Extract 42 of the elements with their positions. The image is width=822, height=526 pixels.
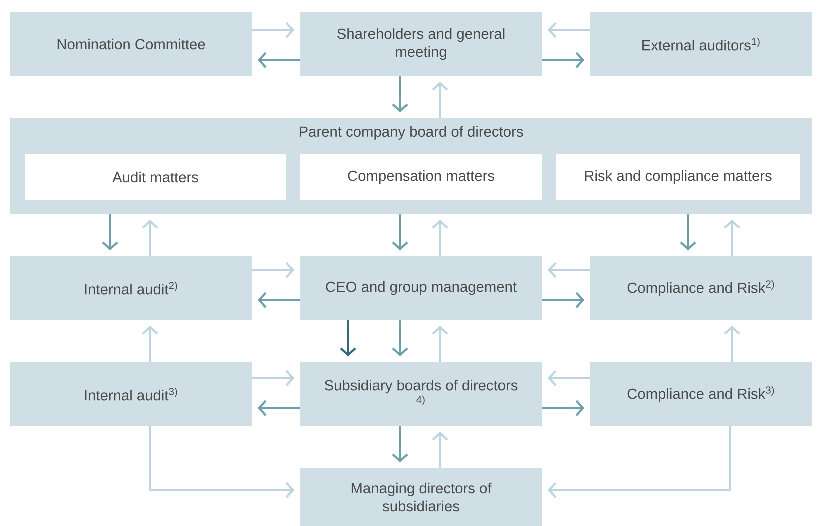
arrow xyxy=(252,370,295,386)
org-box: Managing directors of subsidiaries xyxy=(300,468,542,526)
topic-box: Risk and compliance matters xyxy=(556,154,800,200)
arrow xyxy=(432,82,448,118)
arrow xyxy=(724,326,740,362)
arrow xyxy=(142,220,158,256)
arrow xyxy=(340,320,356,357)
arrow xyxy=(548,426,732,498)
org-box: Internal audit$^{3)}$ xyxy=(10,362,252,426)
arrow xyxy=(392,76,408,113)
org-box: Compliance and Risk$^{3)}$ xyxy=(590,362,812,426)
arrow xyxy=(548,22,590,38)
arrow xyxy=(724,220,740,256)
org-box: CEO and group management xyxy=(300,256,542,320)
arrow xyxy=(258,292,300,308)
org-box: Shareholders and general meeting xyxy=(300,12,542,76)
arrow xyxy=(542,52,585,68)
arrow xyxy=(548,262,590,278)
org-box: Subsidiary boards of directors 4) xyxy=(300,362,542,426)
arrow xyxy=(392,426,408,463)
arrow xyxy=(392,320,408,357)
topic-box: Compensation matters xyxy=(300,154,542,200)
arrow xyxy=(252,262,295,278)
arrow xyxy=(392,214,408,251)
arrow xyxy=(432,326,448,362)
arrow xyxy=(258,400,300,416)
arrow xyxy=(149,426,295,498)
arrow xyxy=(102,214,118,251)
arrow xyxy=(258,52,300,68)
arrow xyxy=(548,370,590,386)
arrow xyxy=(432,220,448,256)
org-box: Nomination Committee xyxy=(10,12,252,76)
org-box: External auditors$^{1)}$ xyxy=(590,12,812,76)
topic-box: Audit matters xyxy=(25,154,286,200)
arrow xyxy=(142,326,158,362)
arrow xyxy=(432,432,448,468)
arrow xyxy=(252,22,295,38)
org-box: Compliance and Risk$^{2)}$ xyxy=(590,256,812,320)
arrow xyxy=(542,400,585,416)
org-box: Internal audit$^{2)}$ xyxy=(10,256,252,320)
arrow xyxy=(680,214,696,251)
arrow xyxy=(542,292,585,308)
